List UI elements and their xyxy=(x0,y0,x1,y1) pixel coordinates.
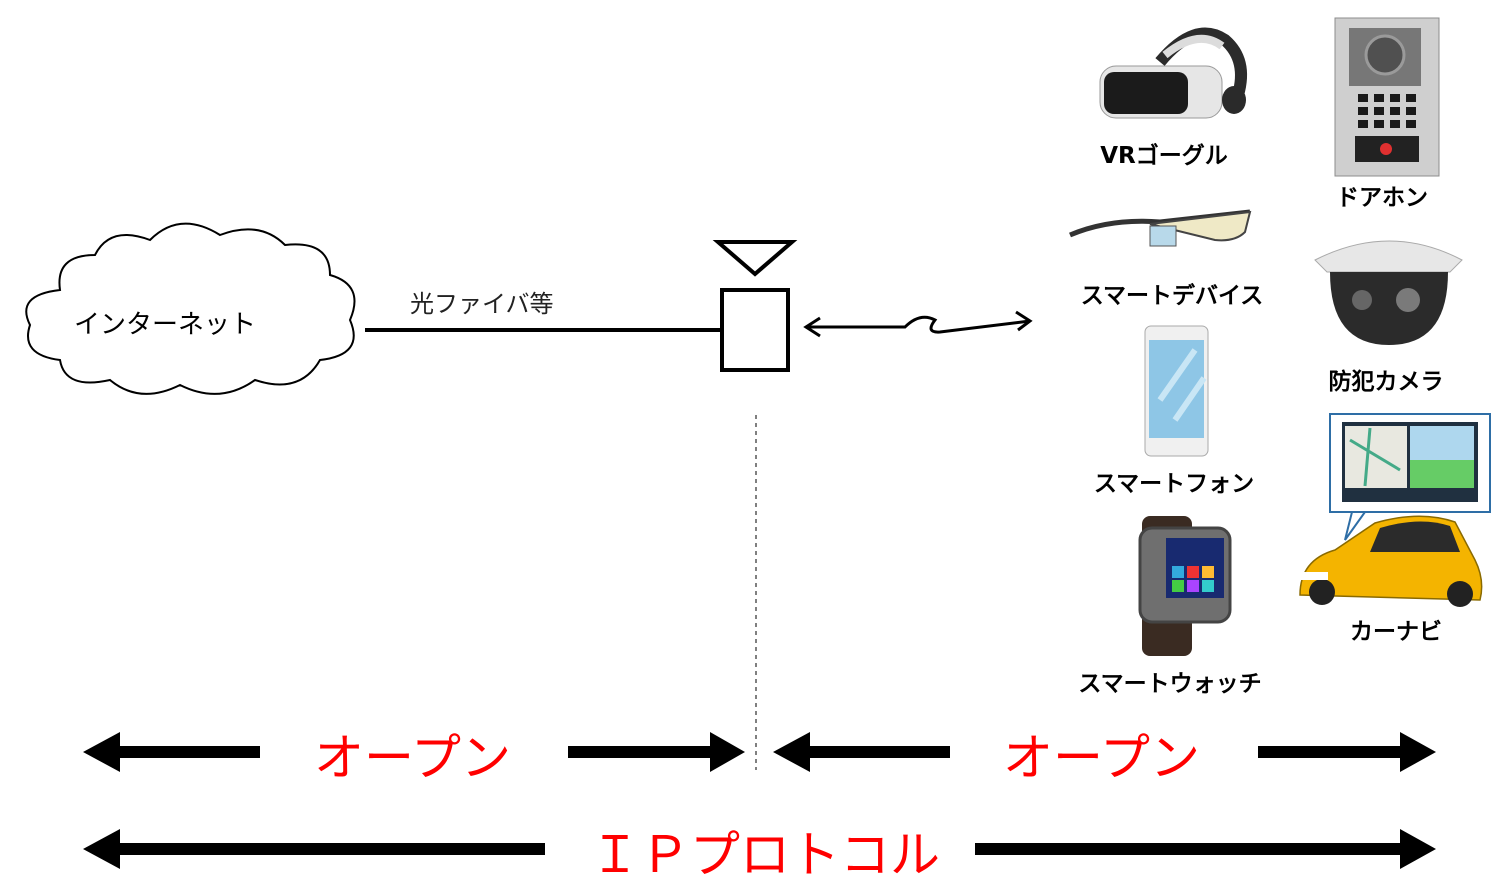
wireless-arrowhead-right xyxy=(1015,310,1033,332)
open-right-arrow xyxy=(773,732,1436,772)
smartwatch-icon xyxy=(1138,516,1232,656)
vr-goggle-label: VRゴーグル xyxy=(1100,143,1228,169)
vr-goggle-icon xyxy=(1099,27,1247,119)
open-right-label: オープン xyxy=(1003,729,1200,787)
fiber-label: 光ファイバ等 xyxy=(410,290,554,318)
smartphone-icon xyxy=(1144,325,1209,457)
cloud-shape xyxy=(25,222,356,395)
door-phone-icon xyxy=(1334,17,1440,177)
open-left-arrow xyxy=(83,732,745,772)
access-point-box xyxy=(720,288,790,372)
smartphone-label: スマートフォン xyxy=(1093,471,1255,497)
smartwatch-label: スマートウォッチ xyxy=(1078,671,1262,697)
security-camera-icon xyxy=(1314,240,1463,345)
wireless-link xyxy=(806,315,1031,334)
open-left-label: オープン xyxy=(314,729,511,787)
security-camera-label: 防犯カメラ xyxy=(1328,369,1444,395)
ip-protocol-arrow xyxy=(83,829,1436,869)
ip-protocol-label: ＩＰプロトコル xyxy=(590,826,940,883)
antenna-icon xyxy=(712,240,798,277)
door-phone-label: ドアホン xyxy=(1336,185,1428,211)
car-navi-icon xyxy=(1299,413,1491,607)
smart-device-label: スマートデバイス xyxy=(1080,283,1264,309)
internet-label: インターネット xyxy=(74,310,257,340)
smart-glasses-icon xyxy=(1069,209,1252,247)
wireless-arrowhead-left xyxy=(803,316,821,338)
car-navi-label: カーナビ xyxy=(1350,619,1442,645)
